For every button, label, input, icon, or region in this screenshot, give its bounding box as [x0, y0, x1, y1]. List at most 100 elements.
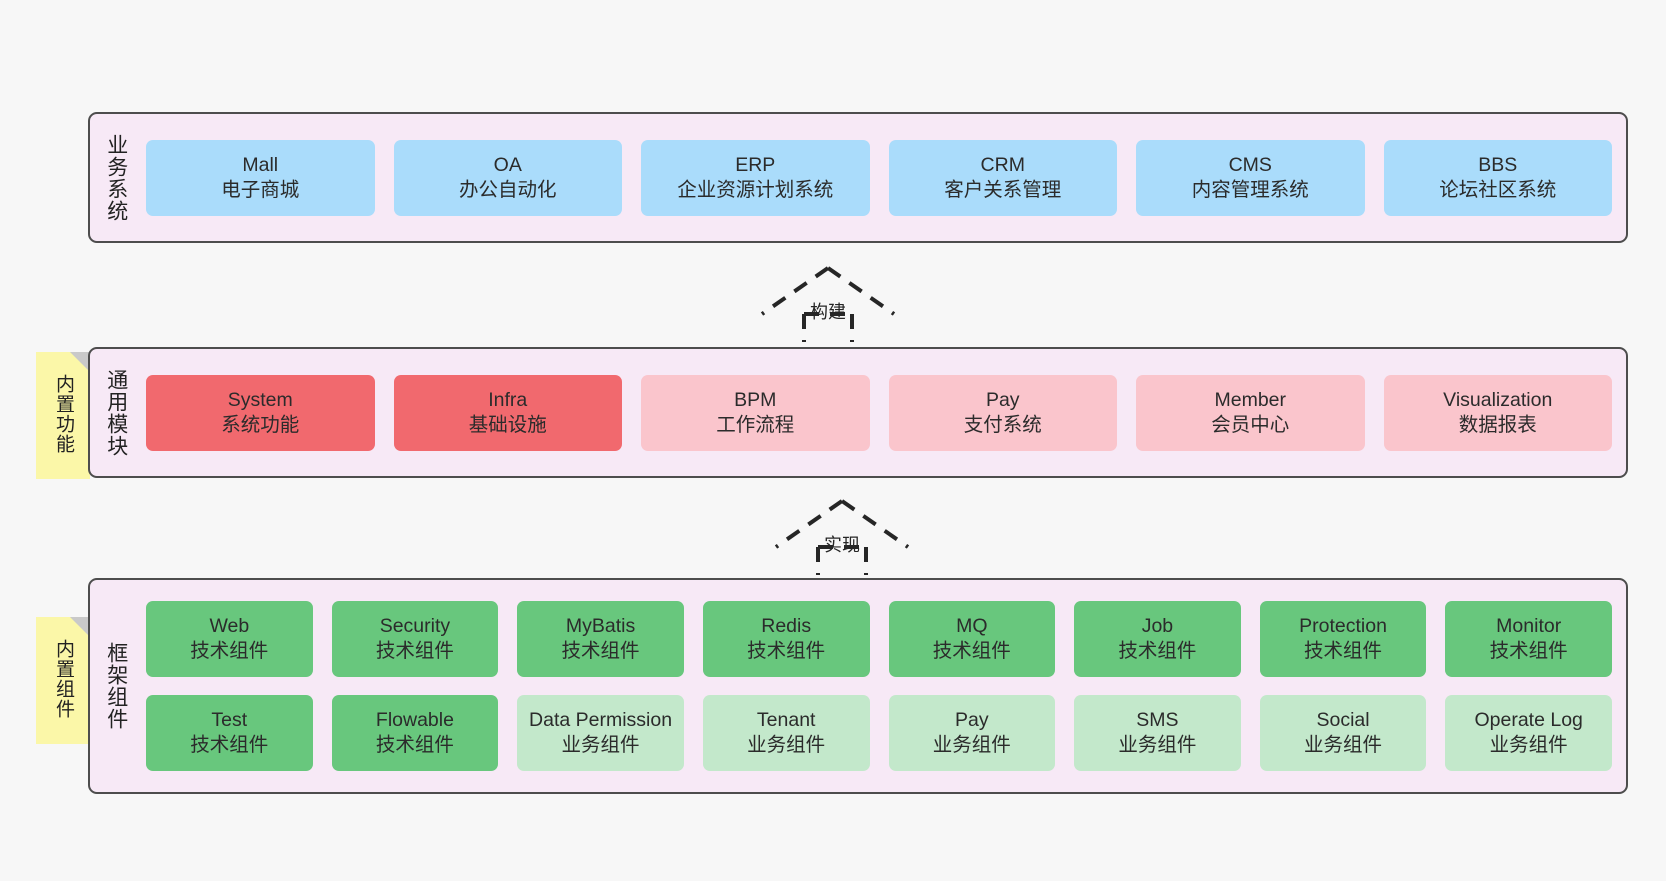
node-title: Protection	[1299, 615, 1387, 638]
node-bpm[interactable]: BPM 工作流程	[641, 374, 870, 451]
node-subtitle: 系统功能	[221, 413, 300, 436]
node-subtitle: 企业资源计划系统	[677, 178, 834, 201]
generalization-arrow-icon	[760, 266, 896, 342]
node-subtitle: 技术组件	[561, 640, 640, 662]
node-title: CRM	[980, 153, 1025, 176]
node-subtitle: 会员中心	[1211, 413, 1290, 436]
node-subtitle: 技术组件	[747, 640, 826, 662]
layer-row: System 系统功能 Infra 基础设施 BPM 工作流程 Pay 支付系统…	[146, 374, 1612, 451]
layer-business-system: 业务系统 Mall 电子商城 OA 办公自动化 ERP 企业资源计划系统 CRM…	[88, 112, 1628, 243]
layer-title-common-module: 通用模块	[104, 368, 128, 457]
layer-row: Mall 电子商城 OA 办公自动化 ERP 企业资源计划系统 CRM 客户关系…	[146, 139, 1612, 216]
node-subtitle: 电子商城	[221, 178, 300, 201]
connector-implement: 实现	[772, 495, 912, 575]
node-subtitle: 技术组件	[1118, 640, 1197, 662]
node-title: Member	[1214, 388, 1287, 411]
node-title: CMS	[1228, 153, 1272, 176]
note-builtin-function: 内置功能	[36, 352, 90, 479]
node-title: Infra	[488, 388, 528, 411]
node-title: Web	[209, 615, 250, 638]
node-subtitle: 技术组件	[190, 640, 269, 662]
node-security[interactable]: Security 技术组件	[331, 601, 499, 677]
node-sms[interactable]: SMS 业务组件	[1074, 695, 1241, 771]
node-monitor[interactable]: Monitor 技术组件	[1445, 601, 1612, 677]
node-subtitle: 工作流程	[716, 413, 795, 436]
generalization-arrow-icon	[774, 499, 910, 575]
node-web[interactable]: Web 技术组件	[146, 601, 313, 677]
node-mybatis[interactable]: MyBatis 技术组件	[517, 601, 684, 677]
node-title: OA	[493, 153, 522, 176]
node-title: Pay	[955, 709, 989, 732]
note-label: 内置功能	[53, 373, 75, 454]
node-subtitle: 业务组件	[561, 734, 640, 756]
node-operate-log[interactable]: Operate Log 业务组件	[1445, 695, 1612, 771]
node-oa[interactable]: OA 办公自动化	[393, 139, 622, 216]
node-subtitle: 支付系统	[963, 413, 1042, 436]
node-erp[interactable]: ERP 企业资源计划系统	[641, 139, 870, 216]
layer-framework-component: 框架组件 Web 技术组件 Security 技术组件 MyBatis 技术组件…	[88, 578, 1628, 794]
layer-common-module: 通用模块 System 系统功能 Infra 基础设施 BPM 工作流程 Pay…	[88, 347, 1628, 478]
layer-row: Web 技术组件 Security 技术组件 MyBatis 技术组件 Redi…	[146, 601, 1612, 677]
node-subtitle: 业务组件	[932, 734, 1011, 756]
node-mall[interactable]: Mall 电子商城	[146, 139, 375, 216]
folded-corner-icon	[70, 352, 90, 372]
layer-body-common-module: System 系统功能 Infra 基础设施 BPM 工作流程 Pay 支付系统…	[142, 349, 1626, 476]
node-subtitle: 数据报表	[1458, 413, 1537, 436]
node-title: Flowable	[375, 709, 454, 732]
node-protection[interactable]: Protection 技术组件	[1259, 601, 1427, 677]
node-title: MQ	[956, 615, 988, 638]
folded-corner-icon	[70, 617, 90, 637]
node-title: Pay	[985, 388, 1020, 411]
node-title: Operate Log	[1474, 709, 1583, 732]
node-subtitle: 技术组件	[932, 640, 1011, 662]
node-subtitle: 客户关系管理	[944, 178, 1062, 201]
node-title: Mall	[242, 153, 279, 176]
node-subtitle: 业务组件	[1304, 734, 1383, 756]
node-data-permission[interactable]: Data Permission 业务组件	[517, 695, 684, 771]
node-title: Monitor	[1496, 615, 1562, 638]
node-subtitle: 办公自动化	[458, 178, 557, 201]
node-cms[interactable]: CMS 内容管理系统	[1136, 139, 1365, 216]
node-subtitle: 技术组件	[1489, 640, 1568, 662]
node-subtitle: 技术组件	[375, 640, 454, 662]
node-subtitle: 业务组件	[747, 734, 826, 756]
node-visualization[interactable]: Visualization 数据报表	[1383, 374, 1612, 451]
node-subtitle: 基础设施	[468, 413, 547, 436]
node-subtitle: 论坛社区系统	[1439, 178, 1557, 201]
node-member[interactable]: Member 会员中心	[1136, 374, 1365, 451]
node-subtitle: 业务组件	[1118, 734, 1197, 756]
node-title: System	[227, 388, 293, 411]
node-title: Tenant	[756, 709, 816, 732]
node-subtitle: 技术组件	[1304, 640, 1383, 662]
node-mq[interactable]: MQ 技术组件	[888, 601, 1056, 677]
node-subtitle: 技术组件	[375, 734, 454, 756]
node-title: Job	[1141, 615, 1174, 638]
node-title: Security	[379, 615, 451, 638]
node-infra[interactable]: Infra 基础设施	[393, 374, 622, 451]
node-title: BBS	[1478, 153, 1518, 176]
node-bbs[interactable]: BBS 论坛社区系统	[1383, 139, 1612, 216]
node-pay-component[interactable]: Pay 业务组件	[888, 695, 1056, 771]
node-crm[interactable]: CRM 客户关系管理	[888, 139, 1117, 216]
node-subtitle: 业务组件	[1489, 734, 1568, 756]
node-system[interactable]: System 系统功能	[146, 374, 375, 451]
node-title: Redis	[761, 615, 812, 638]
note-label: 内置组件	[53, 638, 75, 719]
connector-build: 构建	[758, 262, 898, 342]
node-title: BPM	[734, 388, 777, 411]
layer-body-framework-component: Web 技术组件 Security 技术组件 MyBatis 技术组件 Redi…	[142, 580, 1626, 792]
node-test[interactable]: Test 技术组件	[146, 695, 313, 771]
node-social[interactable]: Social 业务组件	[1259, 695, 1427, 771]
node-subtitle: 内容管理系统	[1191, 178, 1309, 201]
node-job[interactable]: Job 技术组件	[1074, 601, 1241, 677]
node-title: Visualization	[1443, 388, 1553, 411]
node-redis[interactable]: Redis 技术组件	[702, 601, 870, 677]
node-title: SMS	[1136, 709, 1179, 732]
layer-row: Test 技术组件 Flowable 技术组件 Data Permission …	[146, 695, 1612, 771]
note-builtin-component: 内置组件	[36, 617, 90, 744]
node-tenant[interactable]: Tenant 业务组件	[702, 695, 870, 771]
node-flowable[interactable]: Flowable 技术组件	[331, 695, 499, 771]
node-title: Test	[211, 709, 248, 732]
node-pay[interactable]: Pay 支付系统	[888, 374, 1117, 451]
